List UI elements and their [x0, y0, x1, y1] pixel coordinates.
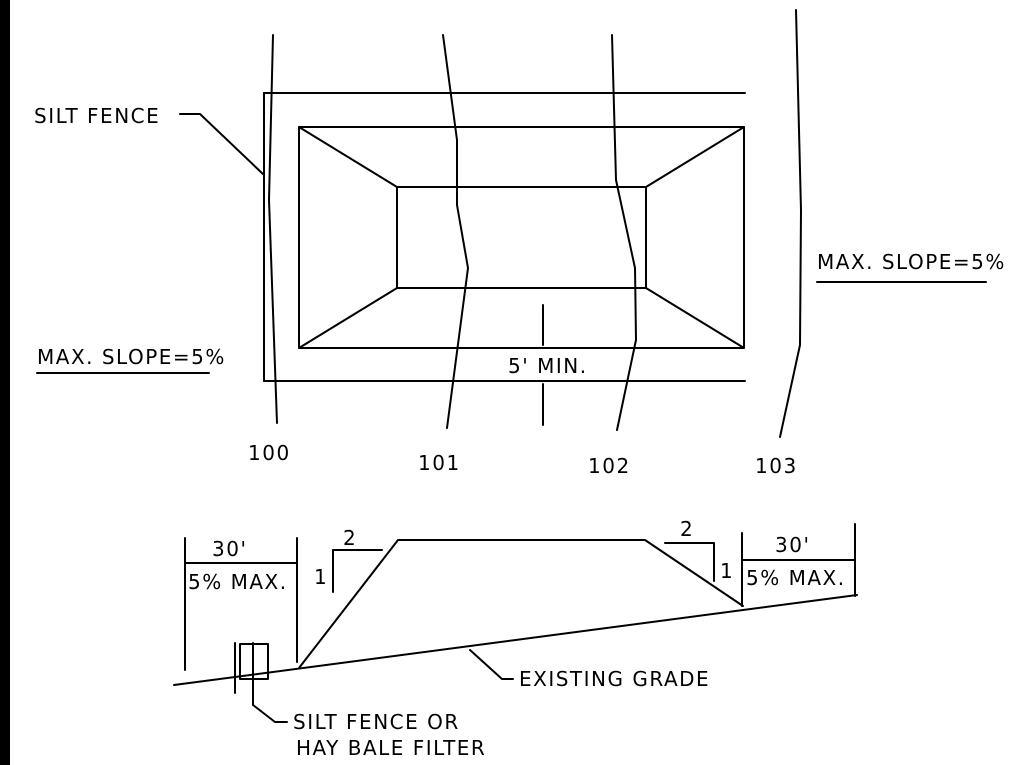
embankment-profile [298, 539, 744, 669]
filter-label-line1: SILT FENCE OR [293, 710, 460, 734]
basin-bottom-outline [396, 186, 647, 289]
existing-grade-leader [469, 649, 514, 680]
left-grade-label: 5% MAX. [188, 570, 288, 594]
left-length-label: 30' [212, 537, 247, 561]
left-border-bar [0, 0, 10, 765]
silt-fence-leader [179, 113, 265, 176]
basin-top-outline [298, 126, 745, 349]
slope-line-se [645, 287, 745, 349]
existing-grade-line [173, 594, 858, 686]
left-slope-ratio-mark [332, 549, 383, 593]
existing-grade-label: EXISTING GRADE [519, 667, 710, 691]
slope-line-ne [645, 126, 745, 188]
filter-leader [252, 704, 288, 723]
contour-line-100 [268, 34, 278, 424]
max-slope-left-label: MAX. SLOPE=5% [37, 345, 226, 369]
plan-view: 5' MIN. 100 101 102 103 SILT FENCE MAX. … [34, 9, 1006, 478]
left-slope-rise-label: 1 [314, 565, 328, 589]
section-view: 30' 5% MAX. 2 1 2 1 30' 5% MAX. SILT FEN… [173, 517, 858, 760]
silt-fence-label: SILT FENCE [34, 104, 160, 128]
contour-line-102 [611, 34, 637, 431]
right-slope-run-label: 2 [680, 517, 694, 541]
contour-label-102: 102 [588, 454, 631, 478]
right-slope-rise-label: 1 [720, 559, 734, 583]
right-slope-ratio-mark [664, 542, 715, 582]
contour-line-103 [779, 9, 802, 438]
slope-line-nw [298, 126, 398, 188]
filter-label-line2: HAY BALE FILTER [296, 736, 486, 760]
contour-line-101 [442, 34, 469, 429]
right-length-label: 30' [775, 533, 810, 557]
min-width-label: 5' MIN. [508, 354, 588, 378]
left-slope-run-label: 2 [343, 526, 357, 550]
contour-label-100: 100 [248, 441, 291, 465]
max-slope-right-label: MAX. SLOPE=5% [817, 250, 1006, 274]
contour-label-103: 103 [755, 454, 798, 478]
right-grade-label: 5% MAX. [746, 566, 846, 590]
slope-line-sw [298, 287, 398, 349]
contour-label-101: 101 [418, 451, 461, 475]
